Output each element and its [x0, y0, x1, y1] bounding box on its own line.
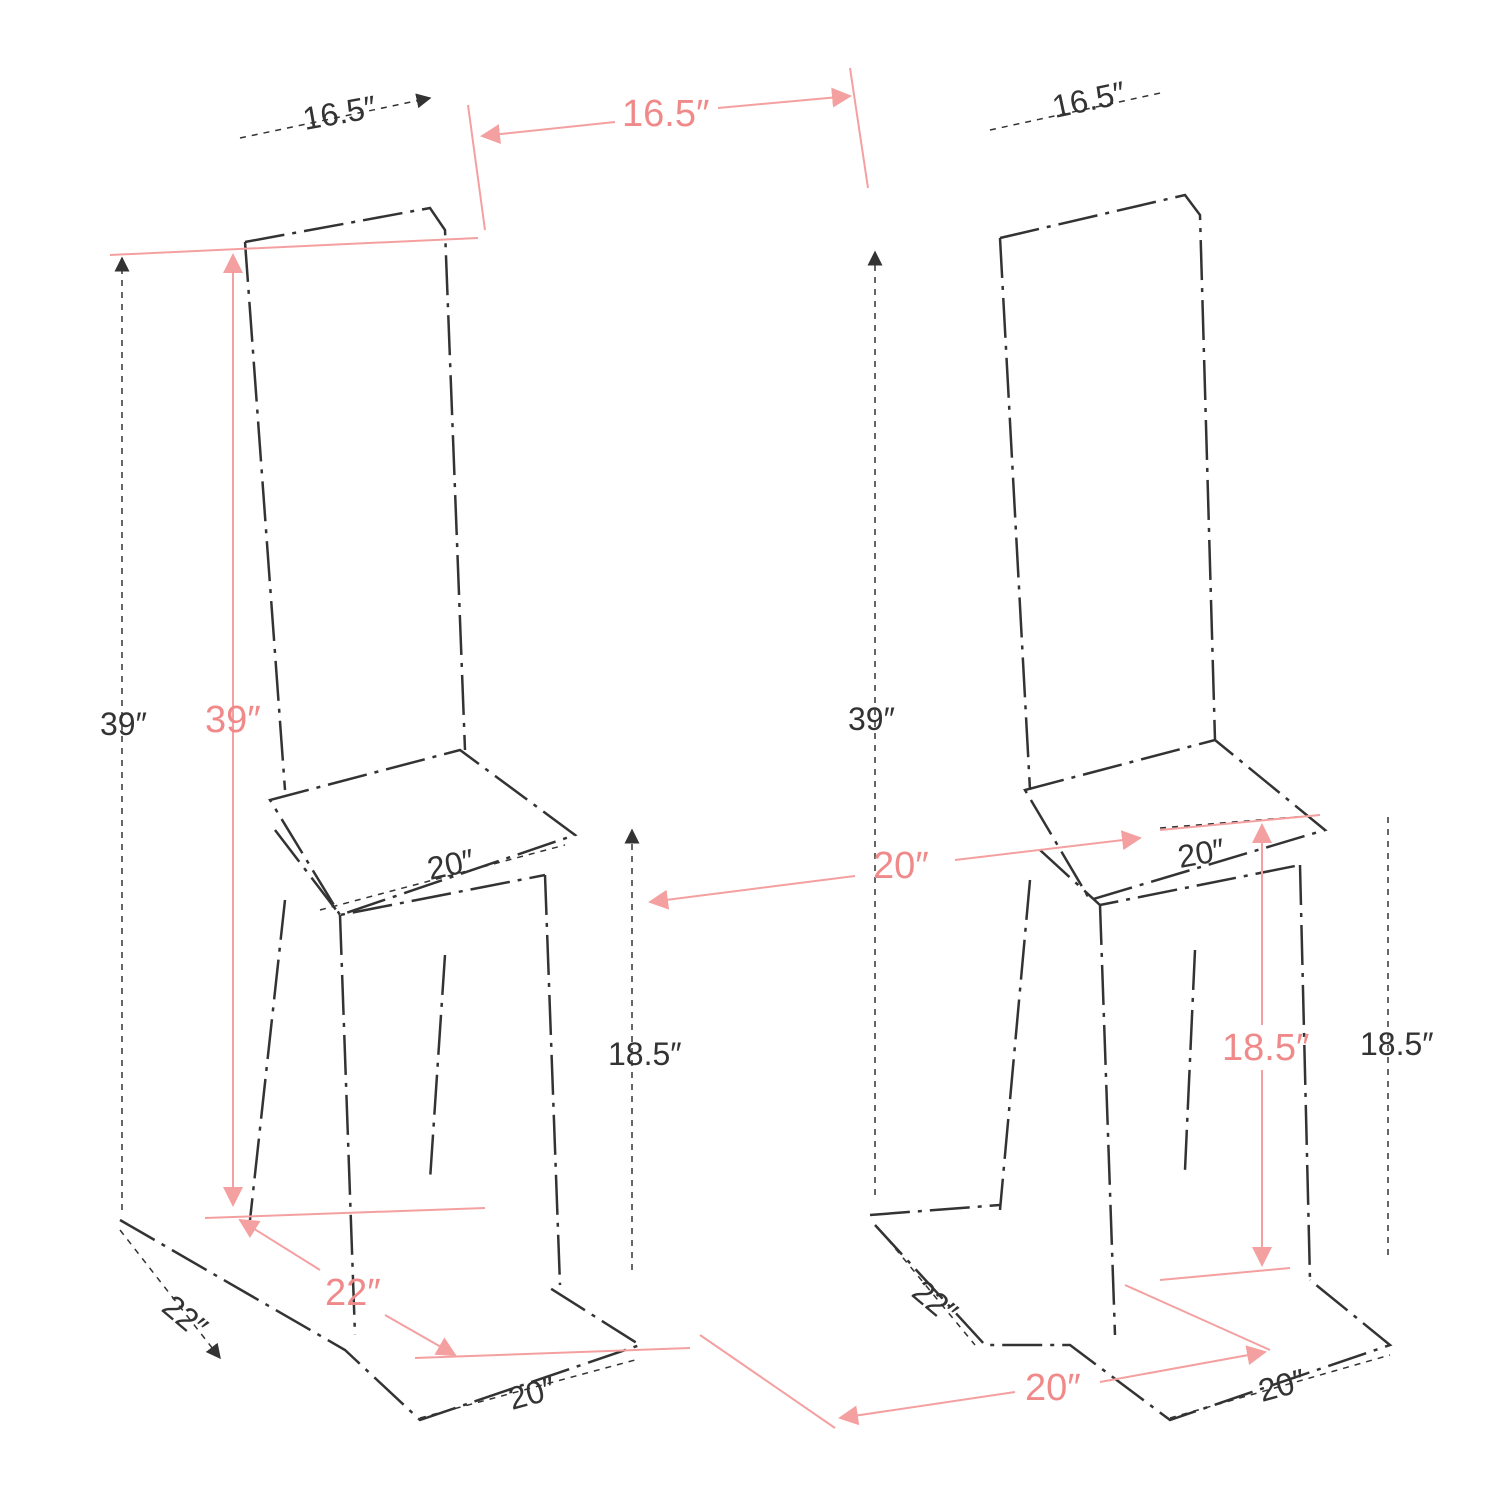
right-back-width-label: 16.5″ [1049, 74, 1128, 125]
left-chair-outline [119, 206, 643, 1422]
red-dimension-lines [109, 67, 1321, 1429]
seat-height-label: 18.5″ [1222, 1027, 1309, 1069]
right-seat-height-label: 18.5″ [1360, 1026, 1434, 1062]
right-depth-label: 22″ [906, 1273, 965, 1331]
left-depth-label: 22″ [156, 1288, 215, 1346]
total-height-label: 39″ [205, 699, 261, 741]
depth-label: 22″ [325, 1272, 381, 1314]
black-dimension-lines [114, 91, 1391, 1419]
back-width-label: 16.5″ [622, 93, 709, 135]
right-base-width-label: 20″ [1254, 1362, 1309, 1409]
seat-width-label: 20″ [873, 845, 929, 887]
left-base-width-label: 20″ [504, 1370, 559, 1417]
left-seat-width-label: 20″ [424, 842, 477, 887]
left-height-label: 39″ [100, 706, 147, 742]
base-width-label: 20″ [1025, 1367, 1081, 1409]
left-seat-height-label: 18.5″ [608, 1036, 682, 1072]
right-height-label: 39″ [848, 701, 895, 737]
left-back-width-label: 16.5″ [300, 89, 379, 137]
right-seat-width-label: 20″ [1175, 831, 1227, 875]
right-chair-outline [869, 193, 1393, 1422]
